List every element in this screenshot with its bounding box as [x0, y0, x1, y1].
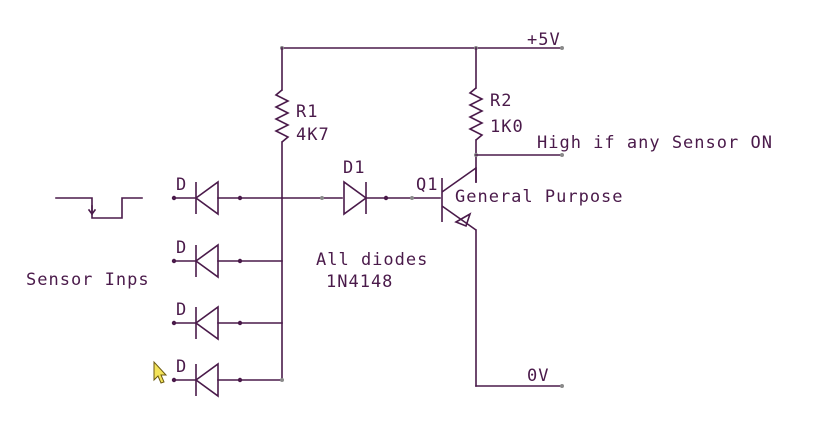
gnd-label: 0V	[527, 366, 549, 386]
input-diode-3	[171, 305, 283, 341]
transistor-q1	[441, 167, 477, 387]
d1-input-wire	[281, 196, 343, 200]
d1-name-label: D1	[343, 158, 365, 178]
input-diode-2	[171, 243, 283, 279]
sensor-inputs-label: Sensor Inps	[26, 270, 150, 290]
r2-value-label: 1K0	[490, 117, 524, 137]
input-diode-4	[171, 362, 284, 398]
input-diode-1	[171, 180, 283, 216]
q1-type-label: General Purpose	[455, 187, 624, 207]
diode-d1	[343, 180, 441, 216]
resistor-r1	[274, 47, 290, 381]
r2-name-label: R2	[490, 91, 512, 111]
input-diode-2-label: D	[176, 238, 187, 258]
diode-note-line2: 1N4148	[326, 272, 393, 292]
r1-name-label: R1	[296, 102, 318, 122]
output-note-label: High if any Sensor ON	[537, 133, 773, 153]
input-diode-3-label: D	[176, 300, 187, 320]
input-diode-1-label: D	[176, 175, 187, 195]
q1-name-label: Q1	[416, 175, 438, 195]
gnd-rail	[475, 384, 564, 388]
input-diode-4-label: D	[176, 357, 187, 377]
output-wire	[475, 153, 564, 157]
vcc-label: +5V	[527, 30, 561, 50]
mouse-cursor-icon	[153, 360, 168, 384]
pulse-waveform	[55, 197, 143, 219]
vcc-rail	[280, 46, 564, 50]
diode-note-line1: All diodes	[316, 250, 428, 270]
r1-value-label: 4K7	[296, 125, 330, 145]
resistor-r2	[468, 47, 484, 183]
